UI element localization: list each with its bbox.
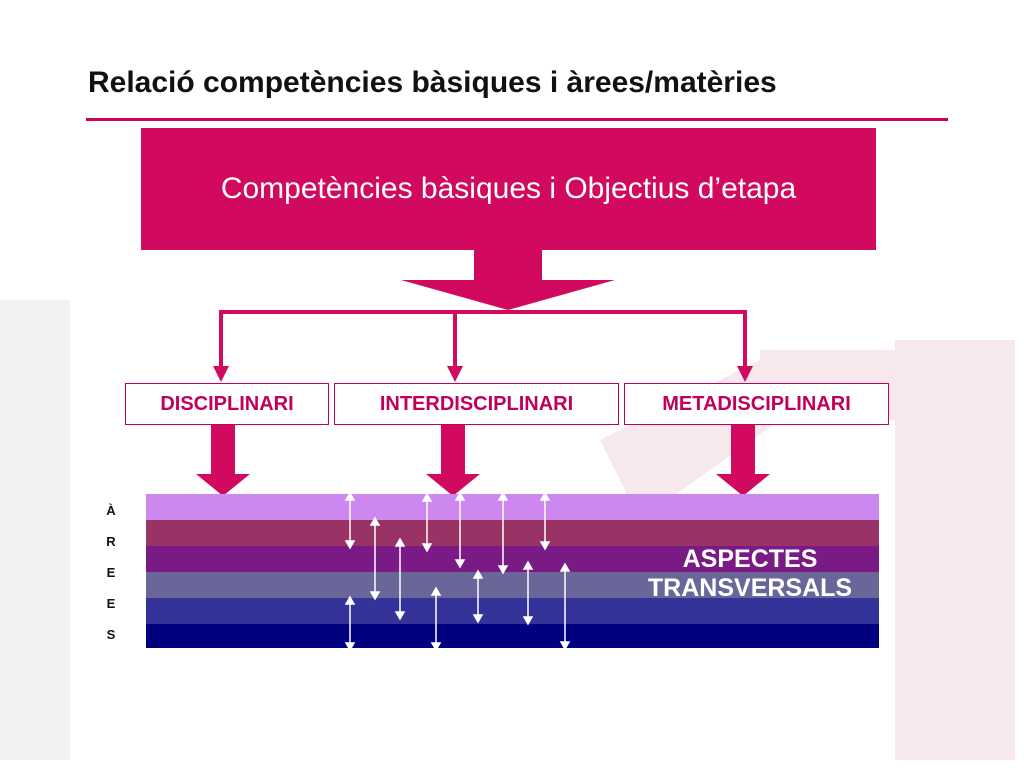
band-4 [146,572,879,598]
category-interdisciplinari: INTERDISCIPLINARI [334,383,619,425]
competencies-box: Competències bàsiques i Objectius d’etap… [141,128,876,250]
aspectes-line-1: ASPECTES [682,545,818,573]
distribution-bar [219,310,747,314]
main-down-arrow [401,250,615,310]
page-title: Relació competències bàsiques i àrees/ma… [88,66,777,99]
category-arrows [196,425,770,496]
areas-letter-4: E [106,596,116,611]
competencies-label: Competències bàsiques i Objectius d’etap… [220,172,797,205]
title-underline [86,118,948,121]
areas-letter-5: S [106,627,116,642]
band-5 [146,598,879,624]
band-3 [146,546,879,572]
transversal-arrows [344,491,571,652]
areas-letter-1: À [106,503,116,518]
areas-letter-3: E [106,565,116,580]
areas-letter-2: R [106,534,116,549]
category-disciplinari: DISCIPLINARI [125,383,329,425]
aspectes-transversals-label: ASPECTES TRANSVERSALS [628,545,872,603]
category-metadisciplinari: METADISCIPLINARI [624,383,889,425]
aspectes-line-2: TRANSVERSALS [647,574,853,602]
band-1 [146,494,879,520]
band-2 [146,520,879,546]
area-bands [146,494,879,648]
band-6 [146,624,879,648]
